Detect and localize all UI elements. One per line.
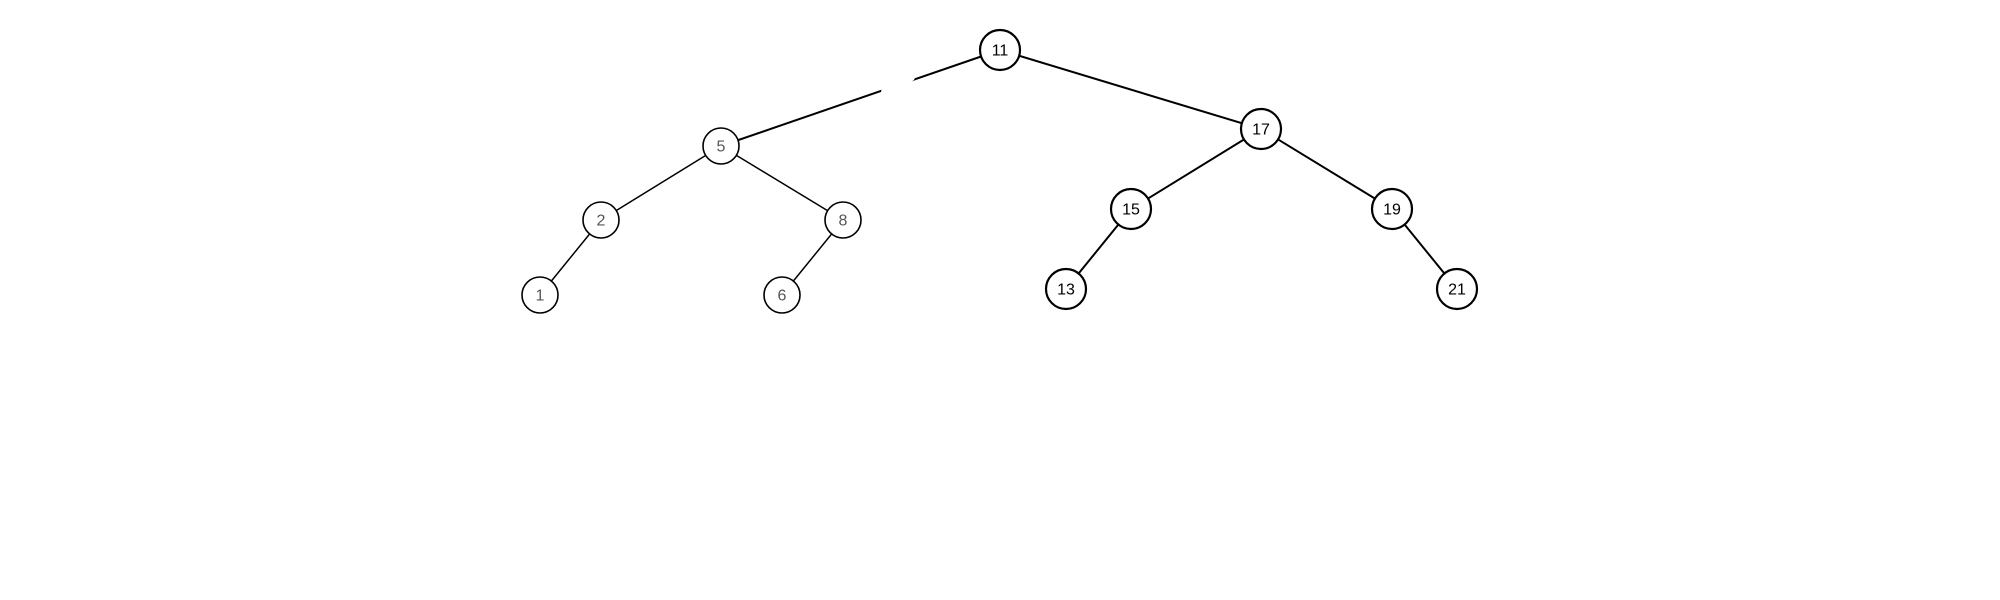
edge-5-8 — [720, 145, 844, 221]
node-label: 1 — [536, 288, 545, 305]
node-circle — [582, 201, 620, 239]
node-label: 8 — [839, 213, 848, 230]
tree-node-17: 17 — [1239, 107, 1283, 151]
node-circle — [978, 28, 1022, 72]
node-circle — [1435, 267, 1479, 311]
node-label: 15 — [1122, 202, 1140, 219]
node-label: 21 — [1448, 282, 1466, 299]
edge-gap-mask — [880, 75, 916, 98]
node-circle — [824, 201, 862, 239]
node-label: 6 — [778, 288, 787, 305]
node-label: 5 — [717, 139, 726, 156]
tree-node-21: 21 — [1435, 267, 1479, 311]
node-label: 17 — [1252, 122, 1270, 139]
tree-node-5: 5 — [702, 127, 740, 165]
node-label: 2 — [597, 213, 606, 230]
node-label: 11 — [992, 43, 1009, 60]
tree-node-2: 2 — [582, 201, 620, 239]
node-circle — [1109, 187, 1153, 231]
node-label: 19 — [1383, 202, 1401, 219]
edges-layer — [539, 49, 1458, 296]
node-circle — [1370, 187, 1414, 231]
edge-17-15 — [1130, 128, 1262, 210]
tree-node-8: 8 — [824, 201, 862, 239]
node-circle — [702, 127, 740, 165]
edge-11-17 — [999, 49, 1262, 130]
node-circle — [521, 276, 559, 314]
edge-17-19 — [1260, 128, 1393, 210]
edge-11-5 — [720, 49, 1001, 147]
tree-node-19: 19 — [1370, 187, 1414, 231]
node-circle — [1239, 107, 1283, 151]
tree-node-11: 11 — [978, 28, 1022, 72]
tree-node-15: 15 — [1109, 187, 1153, 231]
node-circle — [1044, 267, 1088, 311]
mask-layer — [880, 75, 916, 98]
edge-5-2 — [600, 145, 722, 221]
tree-node-13: 13 — [1044, 267, 1088, 311]
node-circle — [763, 276, 801, 314]
tree-node-6: 6 — [763, 276, 801, 314]
node-label: 13 — [1057, 282, 1075, 299]
tree-node-1: 1 — [521, 276, 559, 314]
